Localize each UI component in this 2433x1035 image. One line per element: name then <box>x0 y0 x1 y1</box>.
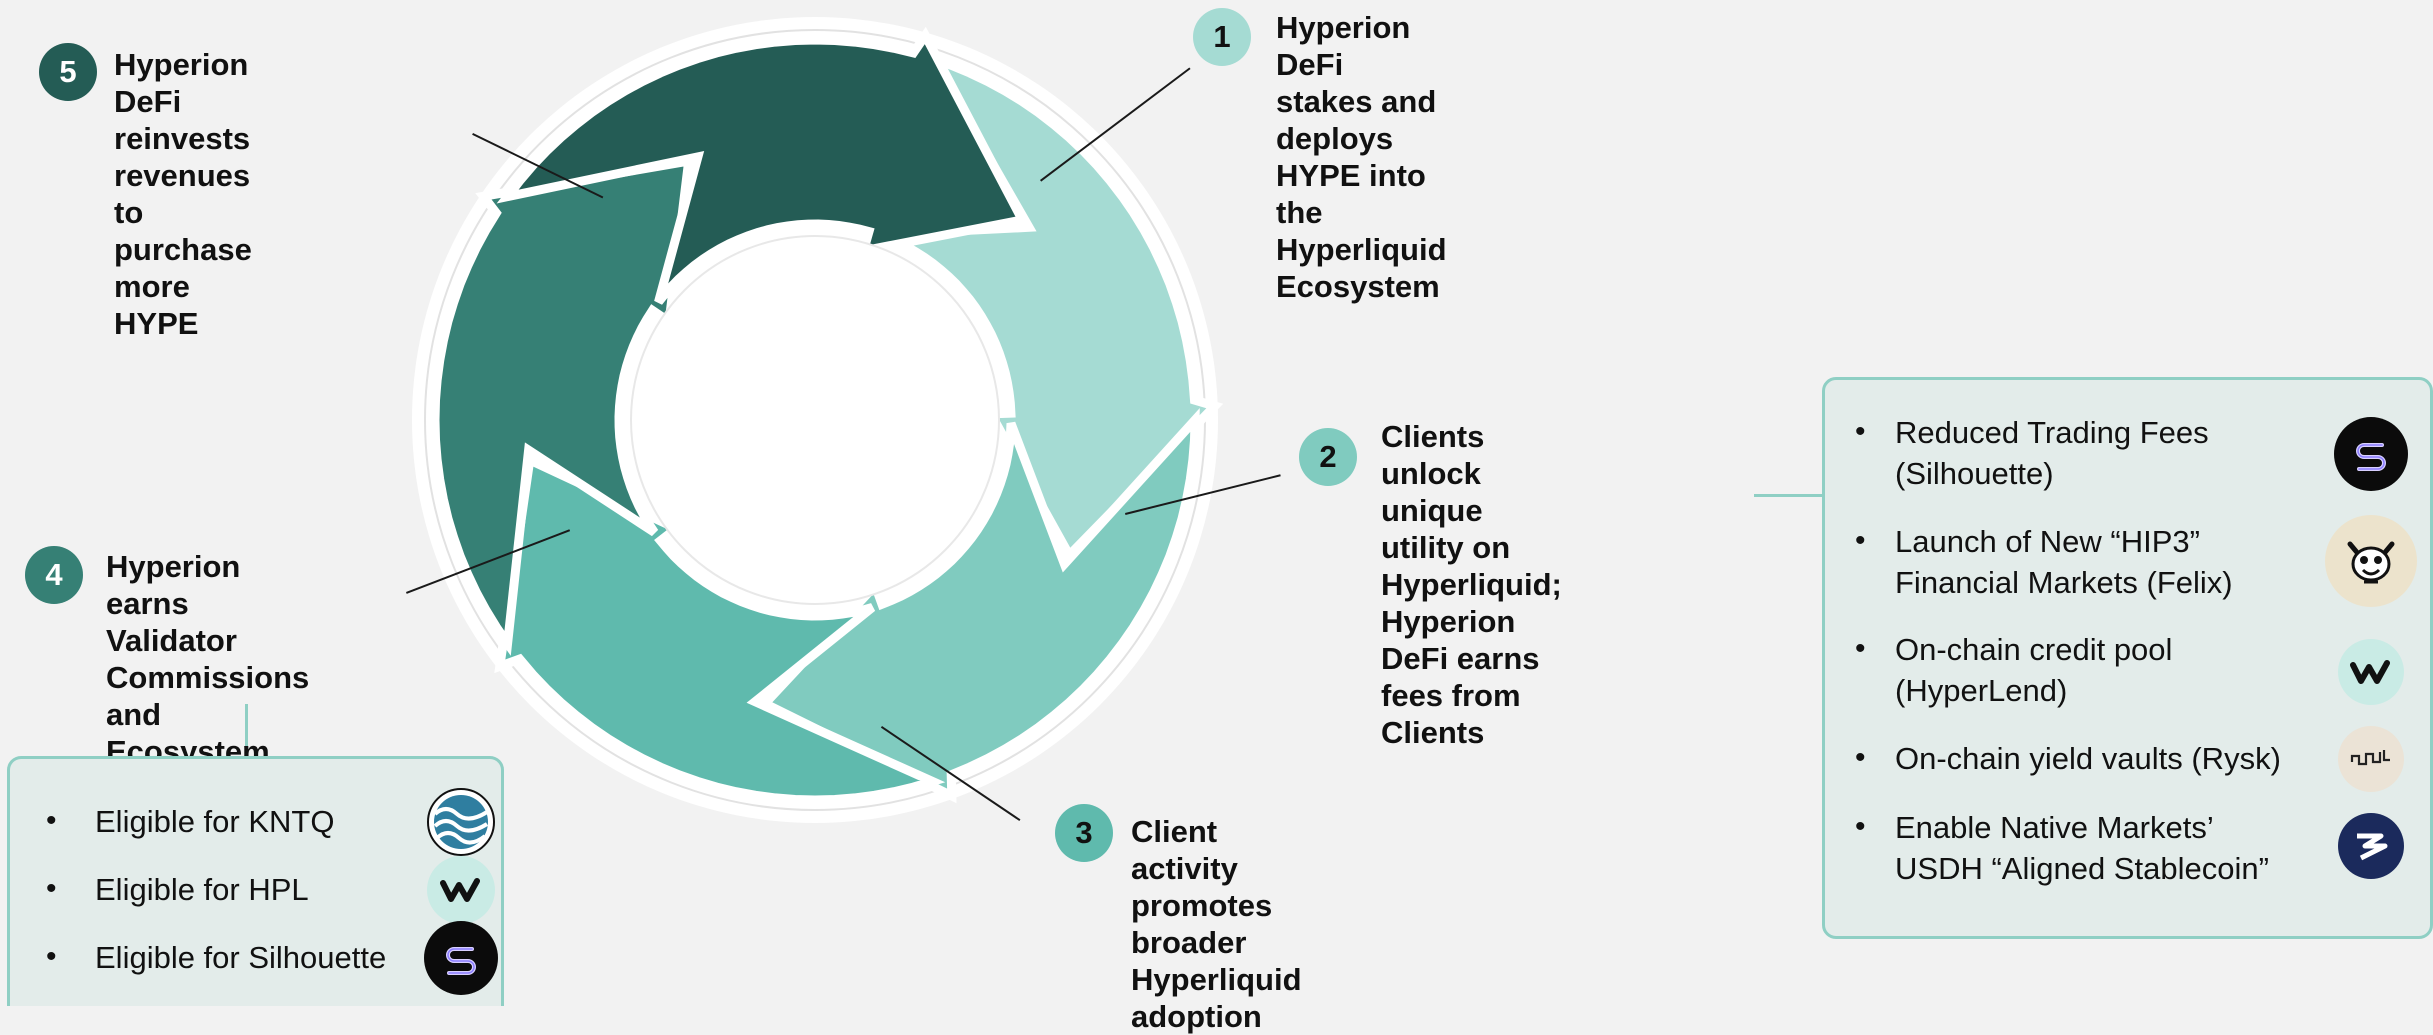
list-item-text: On-chain credit pool (HyperLend) <box>1895 629 2172 711</box>
bullet: • <box>1855 524 1866 557</box>
list-item-text: Enable Native Markets’ USDH “Aligned Sta… <box>1895 807 2269 889</box>
step-2-text: Clients unlock unique utility on Hyperli… <box>1381 418 1562 751</box>
list-item-line: On-chain yield vaults (Rysk) <box>1895 741 2281 776</box>
step-1-line: Hyperion DeFi stakes and <box>1276 10 1437 119</box>
native-markets-logo-icon <box>2338 813 2404 879</box>
list-item-line: Reduced Trading Fees <box>1895 415 2209 450</box>
step-3-number-badge: 3 <box>1055 804 1113 862</box>
client-utility-panel: • Reduced Trading Fees (Silhouette) • La… <box>1822 377 2433 939</box>
step-3-line: Client activity <box>1131 814 1238 886</box>
bullet: • <box>46 804 57 837</box>
bullet: • <box>1855 632 1866 665</box>
list-item-text: Eligible for HPL <box>95 869 309 910</box>
list-item-text: Reduced Trading Fees (Silhouette) <box>1895 412 2209 494</box>
list-item-text: Eligible for KNTQ <box>95 801 334 842</box>
bullet: • <box>46 940 57 973</box>
validator-rewards-panel: • Eligible for KNTQ • Eligible for HPL •… <box>7 756 504 1006</box>
step-3-line: promotes broader <box>1131 888 1273 960</box>
list-item-text: Eligible for Silhouette <box>95 937 386 978</box>
felix-logo-icon <box>2325 515 2417 607</box>
step-2-number-badge: 2 <box>1299 428 1357 486</box>
step-5-line: Hyperion DeFi <box>114 47 249 119</box>
list-item-line: (HyperLend) <box>1895 673 2068 708</box>
step-5-text: Hyperion DeFi reinvests revenues to purc… <box>114 46 252 342</box>
bullet: • <box>1855 415 1866 448</box>
kinetiq-logo-icon <box>427 788 495 856</box>
step-1-number-badge: 1 <box>1193 8 1251 66</box>
list-item-text: Launch of New “HIP3” Financial Markets (… <box>1895 521 2233 603</box>
list-item-line: Enable Native Markets’ <box>1895 810 2214 845</box>
bullet: • <box>46 872 57 905</box>
list-item-text: On-chain yield vaults (Rysk) <box>1895 738 2281 779</box>
hyperlend-logo-icon <box>427 856 495 924</box>
list-item-line: Eligible for KNTQ <box>95 804 335 839</box>
bullet: • <box>1855 741 1866 774</box>
step-5-line: purchase more HYPE <box>114 232 252 341</box>
bullet: • <box>1855 810 1866 843</box>
step-1-text: Hyperion DeFi stakes and deploys HYPE in… <box>1276 9 1447 305</box>
cycle-diagram <box>412 17 1224 823</box>
step-4-line: Commissions and <box>106 660 310 732</box>
list-item-line: Eligible for HPL <box>95 872 309 907</box>
step-5-number-badge: 5 <box>39 43 97 101</box>
list-item-line: On-chain credit pool <box>1895 632 2173 667</box>
silhouette-logo-icon <box>424 921 498 995</box>
list-item-line: Financial Markets (Felix) <box>1895 565 2233 600</box>
step-2-line: utility on Hyperliquid; <box>1381 530 1562 602</box>
list-item-line: Launch of New “HIP3” <box>1895 524 2200 559</box>
step-5-line: reinvests revenues to <box>114 121 251 230</box>
list-item-line: USDH “Aligned Stablecoin” <box>1895 851 2269 886</box>
silhouette-logo-icon <box>2334 417 2408 491</box>
cycle-center <box>630 235 1000 605</box>
list-item-line: Eligible for Silhouette <box>95 940 387 975</box>
step-3-line: Hyperliquid adoption <box>1131 962 1302 1034</box>
step-2-line: Hyperion DeFi earns <box>1381 604 1540 676</box>
step-4-number-badge: 4 <box>25 546 83 604</box>
step-1-line: deploys HYPE into the <box>1276 121 1426 230</box>
hyperlend-logo-icon <box>2338 639 2404 705</box>
step-1-line: Hyperliquid Ecosystem <box>1276 232 1447 304</box>
step-4-line: Validator <box>106 623 237 658</box>
connector-left-panel <box>245 704 248 756</box>
rysk-logo-icon <box>2338 726 2404 792</box>
step-4-line: Hyperion earns <box>106 549 241 621</box>
step-2-line: fees from Clients <box>1381 678 1521 750</box>
connector-right-panel <box>1754 494 1824 497</box>
list-item-line: (Silhouette) <box>1895 456 2054 491</box>
step-2-line: Clients unlock unique <box>1381 419 1485 528</box>
step-3-text: Client activity promotes broader Hyperli… <box>1131 813 1302 1035</box>
